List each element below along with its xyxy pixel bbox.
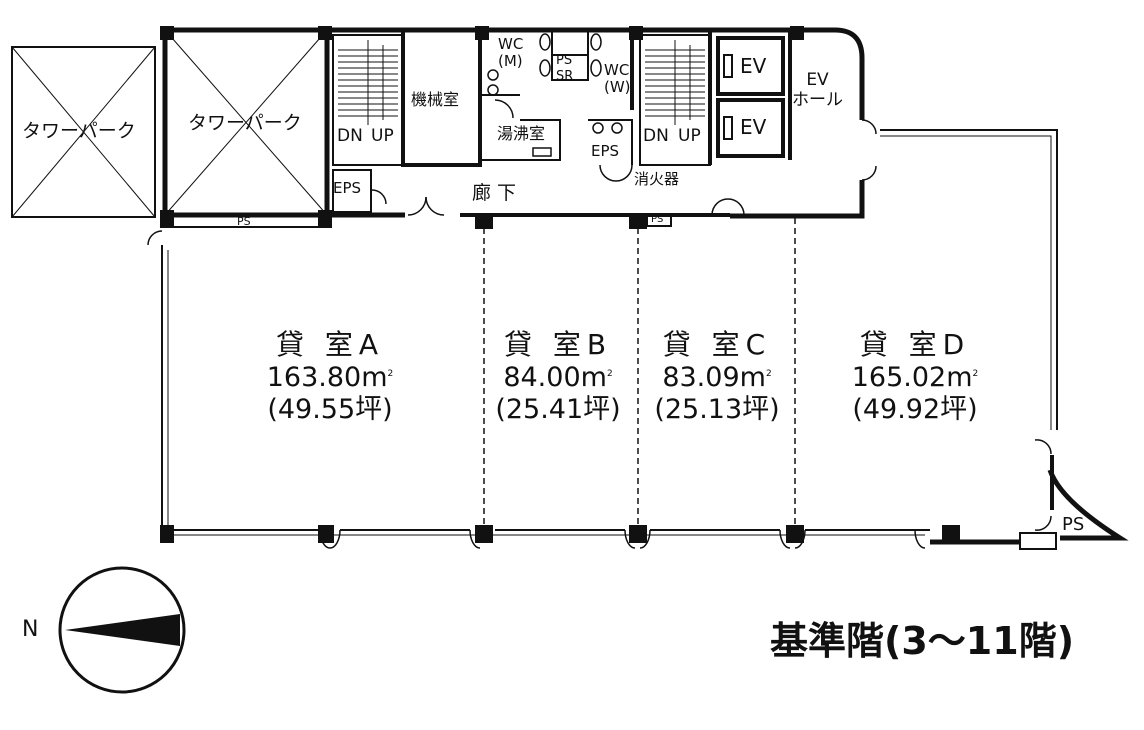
corridor-label: 廊 下 — [472, 182, 517, 204]
up-label: UP — [371, 126, 394, 146]
ev-doors — [723, 54, 733, 140]
room-d-area: 165.02m — [851, 361, 973, 393]
wc-m-label: WC (M) — [498, 35, 524, 70]
room-d-name: 貸 室D — [859, 328, 971, 361]
room-a-area-sup: 2 — [387, 368, 394, 379]
fire-extinguisher-label: 消火器 — [634, 170, 680, 188]
tower-park-label-1: タワーパーク — [22, 120, 136, 142]
tower-park-left — [11, 46, 156, 218]
room-d: 貸 室D 165.02m2 (49.92坪) — [815, 328, 1015, 426]
room-a-name: 貸 室A — [275, 328, 385, 361]
ps-label: PS — [237, 215, 251, 228]
ps-small-label: PS — [556, 53, 573, 68]
eps-left-label: EPS — [333, 179, 362, 197]
door-swings — [147, 99, 1052, 549]
wc-fixtures — [487, 33, 623, 157]
room-c-area-sup: 2 — [765, 368, 772, 379]
ev2-label: EV — [740, 115, 767, 139]
room-b-name: 貸 室B — [503, 328, 613, 361]
compass-icon — [58, 566, 186, 694]
room-c: 貸 室C 83.09m2 (25.13坪) — [638, 328, 796, 426]
room-a-tsubo: (49.55坪) — [267, 393, 393, 425]
wc-w-label: WC (W) — [604, 61, 631, 96]
columns — [160, 26, 960, 543]
ev1-label: EV — [740, 54, 767, 78]
dn2-label: DN — [643, 126, 669, 146]
floor-title: 基準階(3〜11階) — [770, 619, 1075, 663]
eps-mid-label: EPS — [591, 142, 620, 160]
room-b-area: 84.00m — [503, 361, 607, 393]
machine-room-label: 機械室 — [411, 90, 460, 109]
room-b: 貸 室B 84.00m2 (25.41坪) — [478, 328, 638, 426]
partition-lines — [483, 218, 796, 528]
ps-box — [646, 213, 672, 227]
room-d-area-sup: 2 — [972, 368, 979, 379]
room-c-tsubo: (25.13坪) — [654, 393, 780, 425]
room-c-area: 83.09m — [662, 361, 766, 393]
tower-park-label-2: タワーパーク — [188, 112, 302, 134]
ps-right-label: PS — [1062, 514, 1085, 535]
room-d-tsubo: (49.92坪) — [852, 393, 978, 425]
ps-bottom-label: PS — [651, 214, 664, 225]
up2-label: UP — [678, 126, 701, 146]
room-b-tsubo: (25.41坪) — [495, 393, 621, 425]
ps-right-box — [1019, 532, 1057, 550]
room-a: 貸 室A 163.80m2 (49.55坪) — [230, 328, 430, 426]
room-a-area: 163.80m — [266, 361, 388, 393]
room-c-name: 貸 室C — [662, 328, 772, 361]
ev-hall-label: EV ホール — [792, 70, 843, 111]
sr-label: SR — [556, 69, 574, 84]
compass-north-label: N — [22, 617, 39, 642]
dn-label: DN — [337, 126, 363, 146]
kitchen-label: 湯沸室 — [497, 124, 546, 143]
stair-treads — [338, 40, 705, 125]
room-b-area-sup: 2 — [606, 368, 613, 379]
